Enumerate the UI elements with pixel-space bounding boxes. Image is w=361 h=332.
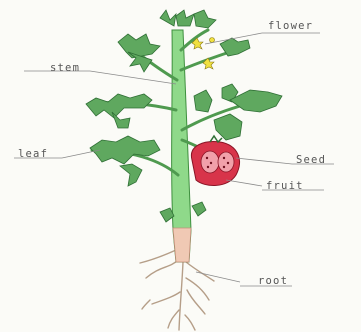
label-seed: Seed [296,154,326,166]
tomato-fruit [191,136,239,185]
label-fruit: fruit [266,180,304,192]
stem [172,30,191,262]
label-flower: flower [268,20,313,32]
label-root: root [258,275,288,287]
stem-base [173,228,191,262]
label-leaf: leaf [18,148,48,160]
label-stem: stem [50,62,80,74]
